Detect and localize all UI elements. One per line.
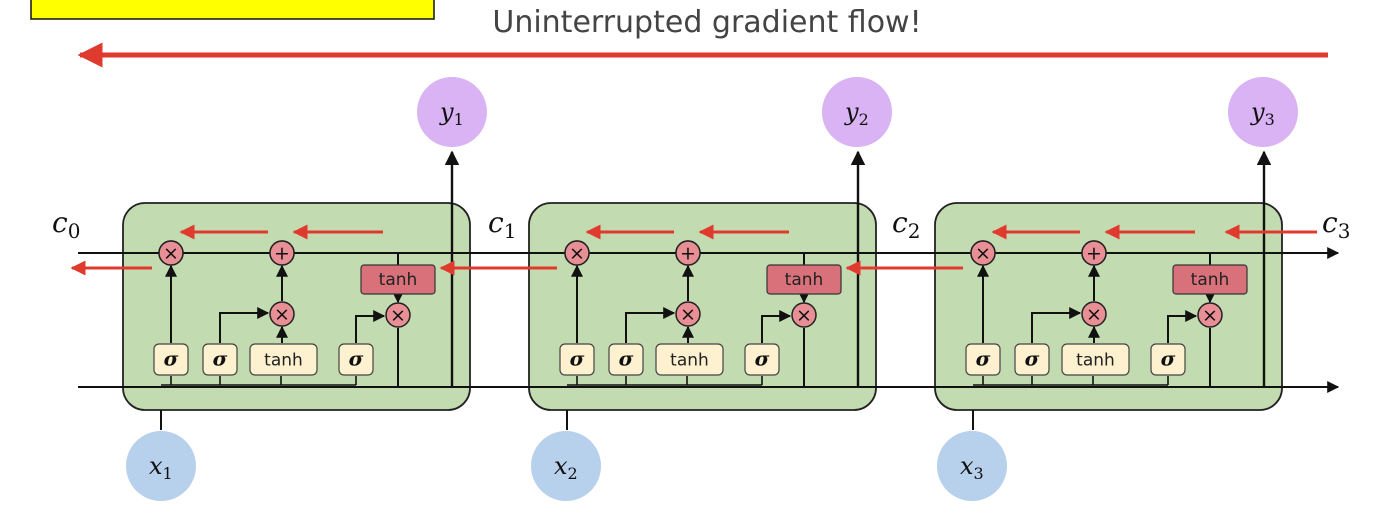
output-multiply-op: × bbox=[1197, 302, 1223, 328]
input-gate-sigma: σ bbox=[608, 343, 644, 376]
svg-text:y2: y2 bbox=[844, 98, 869, 129]
forget-multiply-op: × bbox=[564, 240, 590, 266]
output-node-y3: y3 bbox=[1228, 77, 1298, 147]
cell-tanh-box: tanh bbox=[1172, 264, 1248, 295]
lstm-cells: × + × × σ σ tanh σ tanh × + × × σ σ tanh σ tanh × + × × σ σ tanh… bbox=[70, 150, 1340, 430]
svg-text:tanh: tanh bbox=[1191, 270, 1230, 290]
svg-text:y3: y3 bbox=[1250, 98, 1275, 129]
forget-gate-sigma: σ bbox=[153, 343, 189, 376]
svg-text:×: × bbox=[1086, 304, 1102, 326]
svg-text:tanh: tanh bbox=[1076, 351, 1115, 371]
svg-text:x2: x2 bbox=[554, 452, 578, 483]
svg-text:×: × bbox=[274, 304, 290, 326]
svg-text:tanh: tanh bbox=[785, 270, 824, 290]
output-gate-arrow bbox=[1167, 310, 1198, 343]
output-node-y1: y1 bbox=[417, 77, 487, 147]
forget-multiply-op: × bbox=[970, 240, 996, 266]
svg-text:+: + bbox=[680, 243, 696, 265]
svg-text:σ: σ bbox=[619, 347, 634, 371]
input-multiply-op: × bbox=[1081, 301, 1107, 327]
output-gate-sigma: σ bbox=[1150, 343, 1186, 376]
input-node-x3: x3 bbox=[937, 431, 1007, 501]
output-gate-arrow bbox=[355, 310, 386, 343]
cell-body bbox=[528, 202, 877, 411]
lstm-cell-2: × + × × σ σ tanh σ tanh bbox=[528, 150, 877, 430]
svg-text:×: × bbox=[796, 305, 812, 327]
input-node-x1: x1 bbox=[126, 431, 196, 501]
diagram-title: Uninterrupted gradient flow! bbox=[492, 5, 921, 40]
input-gate-arrow bbox=[1031, 307, 1082, 343]
svg-text:σ: σ bbox=[976, 347, 991, 371]
forget-multiply-op: × bbox=[158, 240, 184, 266]
input-gate-arrow bbox=[219, 307, 270, 343]
state-label-c1: c1 bbox=[488, 206, 516, 243]
add-op: + bbox=[1081, 240, 1107, 266]
cell-tanh-box: tanh bbox=[766, 264, 842, 295]
output-gate-arrow bbox=[761, 310, 792, 343]
svg-text:×: × bbox=[680, 304, 696, 326]
cell-body bbox=[934, 202, 1283, 411]
svg-text:×: × bbox=[1202, 305, 1218, 327]
input-gate-sigma: σ bbox=[202, 343, 238, 376]
highlight-box bbox=[30, 0, 435, 20]
cell-body bbox=[122, 202, 471, 411]
svg-text:σ: σ bbox=[1025, 347, 1040, 371]
state-label-c2: c2 bbox=[892, 206, 920, 243]
add-op: + bbox=[269, 240, 295, 266]
input-gate-arrow bbox=[625, 307, 676, 343]
svg-text:tanh: tanh bbox=[264, 351, 303, 371]
add-op: + bbox=[675, 240, 701, 266]
svg-text:tanh: tanh bbox=[379, 270, 418, 290]
svg-text:x3: x3 bbox=[960, 452, 984, 483]
svg-text:σ: σ bbox=[755, 347, 770, 371]
input-gate-sigma: σ bbox=[1014, 343, 1050, 376]
input-multiply-op: × bbox=[269, 301, 295, 327]
svg-text:×: × bbox=[163, 243, 179, 265]
svg-text:+: + bbox=[1086, 243, 1102, 265]
state-label-c0: c0 bbox=[52, 206, 80, 243]
candidate-gate-tanh: tanh bbox=[1061, 343, 1130, 376]
input-node-x2: x2 bbox=[531, 431, 601, 501]
svg-text:×: × bbox=[569, 243, 585, 265]
cell-tanh-box: tanh bbox=[360, 264, 436, 295]
svg-text:σ: σ bbox=[349, 347, 364, 371]
svg-text:tanh: tanh bbox=[670, 351, 709, 371]
svg-text:σ: σ bbox=[1161, 347, 1176, 371]
state-label-c3: c3 bbox=[1322, 206, 1350, 243]
candidate-gate-tanh: tanh bbox=[655, 343, 724, 376]
output-gate-sigma: σ bbox=[338, 343, 374, 376]
svg-text:×: × bbox=[390, 305, 406, 327]
output-node-y2: y2 bbox=[822, 77, 892, 147]
lstm-cell-1: × + × × σ σ tanh σ tanh bbox=[122, 150, 471, 430]
output-gate-sigma: σ bbox=[744, 343, 780, 376]
svg-text:y1: y1 bbox=[439, 98, 464, 129]
svg-text:σ: σ bbox=[213, 347, 228, 371]
forget-gate-sigma: σ bbox=[965, 343, 1001, 376]
svg-text:σ: σ bbox=[570, 347, 585, 371]
lstm-cell-3: × + × × σ σ tanh σ tanh bbox=[934, 150, 1283, 430]
svg-text:x1: x1 bbox=[149, 452, 173, 483]
svg-text:σ: σ bbox=[164, 347, 179, 371]
output-multiply-op: × bbox=[791, 302, 817, 328]
output-multiply-op: × bbox=[385, 302, 411, 328]
svg-text:+: + bbox=[274, 243, 290, 265]
candidate-gate-tanh: tanh bbox=[249, 343, 318, 376]
input-multiply-op: × bbox=[675, 301, 701, 327]
svg-text:×: × bbox=[975, 243, 991, 265]
forget-gate-sigma: σ bbox=[559, 343, 595, 376]
